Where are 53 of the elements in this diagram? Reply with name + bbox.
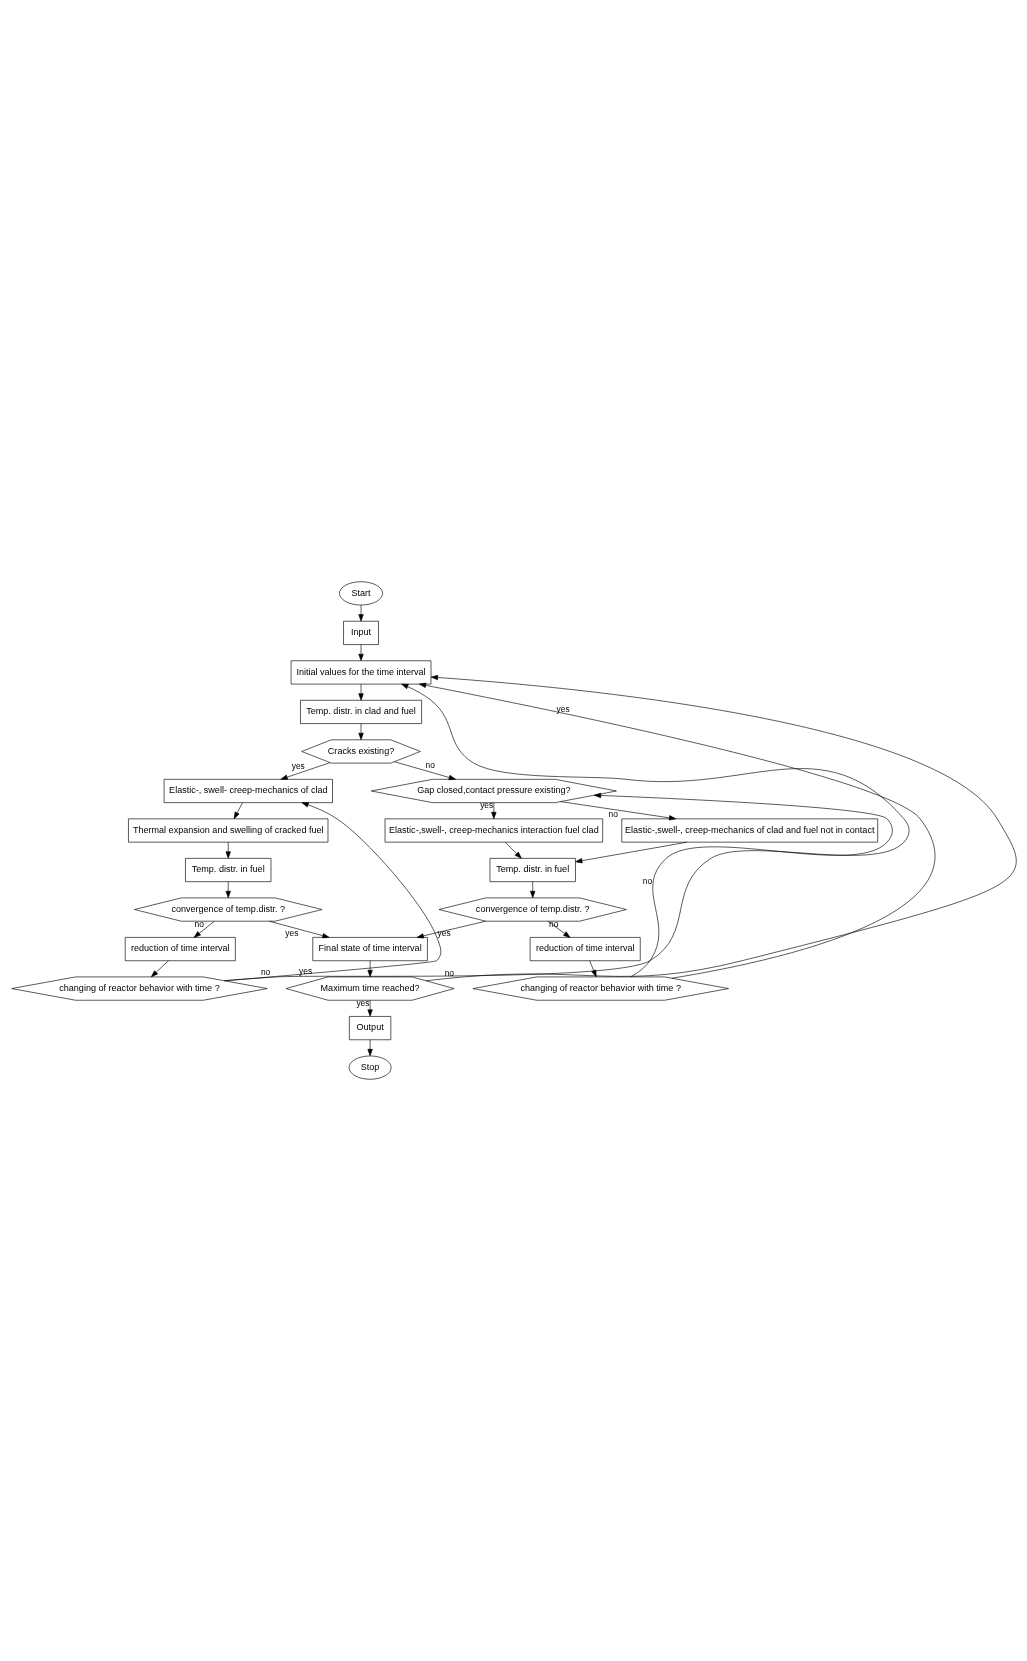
node-box: Elastic-, swell- creep-mechanics of clad [163,779,333,803]
arrow [193,920,215,938]
node-box: Final state of time interval [311,937,428,962]
edge-label: yes [298,965,312,976]
arrow [588,960,597,978]
node-box: Temp. distr. in fuel [489,858,576,882]
arrow [225,841,231,859]
arrow [357,604,364,622]
node-box: Temp. distr. in clad and fuel [299,699,422,724]
arrow [425,674,1016,982]
node-box: Temp. distr. in fuel [184,858,271,882]
arrow [416,920,486,939]
arrow [357,683,364,701]
node-box: reduction of time interval [124,937,236,962]
arrow [357,644,364,661]
arrow [367,999,373,1017]
arrow [268,920,329,939]
node-ellipse: Start [338,581,383,606]
arrow [233,802,243,819]
edge-label: no [444,968,454,979]
arrow [223,683,909,981]
arrow [280,762,330,780]
arrow [150,960,169,978]
node-box: Initial values for the time interval [290,660,431,685]
edge-label: no [260,966,270,977]
arrow [225,881,231,899]
arrow [367,960,373,978]
edge-label: yes [556,704,570,715]
arrow [574,841,687,864]
node-box: Input [342,620,379,645]
arrow [367,1039,373,1057]
edge-label: no [425,760,435,771]
arrow [559,801,676,821]
edge-label: yes [437,928,451,939]
arrow [490,802,496,819]
node-box: Output [348,1016,391,1041]
edge-label: no [642,876,652,887]
node-box: reduction of time interval [529,937,641,962]
arrow [393,761,456,781]
arrow [504,841,522,859]
edge-label: yes [479,800,493,811]
node-ellipse: Stop [348,1055,391,1080]
arrow [223,802,441,982]
arrow [418,682,935,979]
node-box: Elastic-,swell-, creep-mechanics interaction fuel clad [384,818,603,843]
arrow [593,792,893,978]
node-box: Elastic-,swell-, creep-mechanics of clad and fuel not in contact [620,818,878,843]
arrow [547,920,570,938]
arrow [357,723,364,740]
edge-label: no [607,808,618,819]
node-box: Thermal expansion and swelling of cracked fuel [127,818,328,843]
arrow [529,881,535,899]
edge-label: yes [284,928,298,939]
